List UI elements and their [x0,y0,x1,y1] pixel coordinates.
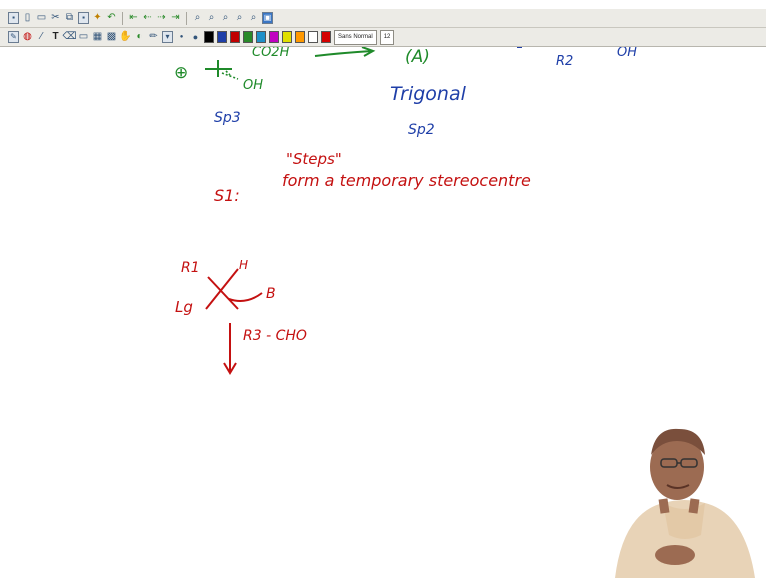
color-swatch-blue[interactable] [217,31,227,43]
color-swatch-black[interactable] [204,31,214,43]
next-page-icon[interactable]: ⇢ [157,12,166,23]
small-dot-icon[interactable]: ● [179,34,184,40]
hand-icon[interactable]: ✋ [119,31,132,42]
zoom-out-icon[interactable]: ⌕ [208,12,215,23]
green-label-a: (A) [405,47,430,67]
trigonal-label: Trigonal [390,83,467,105]
copy-icon[interactable]: ⧉ [65,12,74,23]
green-circled-plus: ⊕ [174,63,188,83]
color-swatch-cyan[interactable] [256,31,266,43]
molecule-bonds [205,268,263,310]
green-hashed-bond [221,70,239,80]
blue-oh-text: OH [617,47,637,60]
zoom-fit-icon[interactable]: ⌕ [194,12,201,23]
main-toolbar: ▪ ▯ ▭ ✂ ⧉ ▪ ✦ ↶ ⇤ ⇠ ⇢ ⇥ ⌕ ⌕ ⌕ ⌕ ⌕ ▣ [0,9,766,28]
dropdown-icon[interactable]: ▾ [162,31,173,43]
green-oh-text: OH [243,78,263,93]
rectangle-icon[interactable]: ▭ [78,31,89,42]
color-swatch-magenta[interactable] [269,31,279,43]
steps-title: "Steps" [286,150,342,168]
zoom-page-icon[interactable]: ⌕ [236,12,243,23]
toolbar-divider [186,11,187,25]
font-name-field[interactable]: Sans Normal [334,29,377,45]
color-swatch-green[interactable] [243,31,253,43]
undo-icon[interactable]: ↶ [107,12,116,23]
green-co2h-text: CO2H [252,47,290,60]
color-wheel-icon[interactable]: ◐ [136,31,143,42]
pen-icon[interactable]: ✎ [8,31,19,43]
whiteboard-canvas[interactable]: ⊕ CO2H OH (A) R2 OH Sp3 Trigonal Sp2 "St… [0,47,766,578]
sp3-label: Sp3 [214,110,241,126]
eraser-icon[interactable]: ⌫ [62,31,77,42]
toolbar-divider [122,11,123,25]
first-page-icon[interactable]: ⇤ [129,12,138,23]
color-swatch-bright-red[interactable] [321,31,331,43]
grid-icon[interactable]: ▦ [92,31,103,42]
presenter-video [605,415,766,578]
green-reaction-arrow [314,47,376,57]
table-icon[interactable]: ▩ [106,31,117,42]
pin-icon[interactable]: ✦ [93,12,102,23]
last-page-icon[interactable]: ⇥ [171,12,180,23]
presenter-image [605,415,766,578]
color-swatch-yellow[interactable] [282,31,292,43]
zoom-in-icon[interactable]: ⌕ [222,12,229,23]
pencil-icon[interactable]: ✏ [149,31,158,42]
color-swatch-white[interactable] [308,31,318,43]
s1-label: S1: [214,186,240,205]
color-swatch-red[interactable] [230,31,240,43]
blue-r2-text: R2 [556,54,573,69]
large-dot-icon[interactable]: ● [192,31,199,42]
s1-description: form a temporary stereocentre [282,171,531,190]
b-label: B [266,286,276,302]
cut-icon[interactable]: ✂ [51,12,60,23]
lg-label: Lg [175,298,193,316]
zoom-width-icon[interactable]: ⌕ [250,12,257,23]
drawing-toolbar: ✎ ◍ ⁄ T ⌫ ▭ ▦ ▩ ✋ ◐ ✏ ▾ ● ● Sans Normal … [0,28,766,47]
paste-icon[interactable]: ▪ [78,12,89,24]
r1-label: R1 [181,260,200,276]
green-bond-lines [205,60,232,77]
open-icon[interactable]: ▭ [36,12,47,23]
head-shape [650,434,704,500]
ink-layer: ⊕ CO2H OH (A) R2 OH Sp3 Trigonal Sp2 "St… [174,47,637,375]
capture-icon[interactable]: ▣ [262,12,273,24]
new-page-icon[interactable]: ▯ [24,12,31,23]
highlighter-icon[interactable]: ◍ [23,31,32,42]
reagent-label: R3 - CHO [243,328,307,344]
prev-page-icon[interactable]: ⇠ [143,12,152,23]
color-swatch-orange[interactable] [295,31,305,43]
text-icon[interactable]: T [52,31,59,42]
save-icon[interactable]: ▪ [8,12,19,24]
top-strip [0,0,766,9]
line-icon[interactable]: ⁄ [40,31,43,42]
font-size-field[interactable]: 12 [379,29,395,45]
down-reaction-arrow [223,323,237,375]
sp2-label: Sp2 [408,122,435,138]
h-label: H [239,258,248,272]
